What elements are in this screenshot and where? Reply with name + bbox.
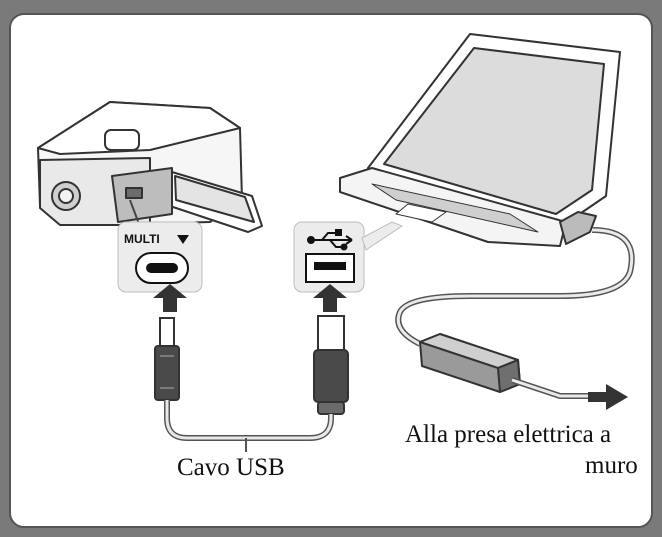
- laptop-icon: [339, 33, 621, 247]
- cable-label: Cavo USB: [177, 454, 285, 481]
- usb-port-callout: [293, 221, 404, 293]
- ac-adapter-icon: [395, 227, 635, 399]
- usb-symbol-icon: [307, 229, 353, 251]
- multi-port-callout: MULTI: [117, 221, 203, 293]
- outlet-label-line1: Alla presa elettrica a: [405, 421, 612, 448]
- multi-port-label: MULTI: [124, 232, 160, 246]
- outlet-label-line2: muro: [585, 452, 638, 479]
- triangle-down-icon: [177, 235, 189, 244]
- arrow-right-icon: [588, 384, 628, 410]
- arrow-up-icon: [153, 284, 347, 312]
- usb-cable: [154, 315, 349, 452]
- camera-icon: [37, 101, 263, 233]
